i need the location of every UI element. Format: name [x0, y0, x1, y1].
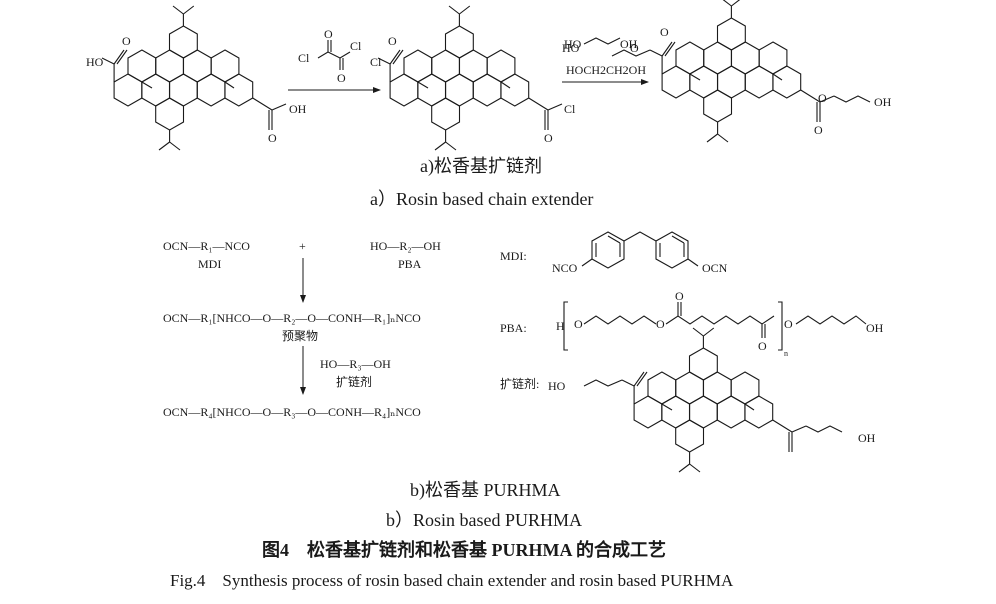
reagent-o-top: O — [324, 27, 333, 41]
caption-a-en: a）Rosin based chain extender — [370, 189, 593, 209]
ext-struct-label: 扩链剂: — [500, 376, 539, 391]
pba-o-4: O — [758, 339, 767, 353]
acid-ho-label: HO — [86, 55, 104, 69]
ester-ho-label: HO — [562, 41, 580, 55]
mdi-nco-label: NCO — [552, 261, 578, 275]
scheme-b-structures: MDI: NCO OCN PBA: H O O O O O n OH — [500, 231, 884, 473]
pba-h-label: H — [556, 319, 565, 333]
caption-a-zh: a)松香基扩链剂 — [420, 156, 542, 177]
reagent-cl-right: Cl — [350, 39, 362, 53]
reagent-o-bottom: O — [337, 71, 346, 85]
ester-o-right: O — [818, 91, 827, 105]
ester-o-left: O — [630, 41, 639, 55]
pba-structure — [563, 301, 867, 351]
pba-formula: HO—R₂—OH — [370, 239, 441, 253]
diol-ho: HO — [564, 37, 582, 51]
rosin-chain-extender-structure — [611, 0, 871, 143]
diol-arrow-label: HOCH2CH2OH — [566, 63, 646, 77]
reagent-cl-left: Cl — [298, 51, 310, 65]
scheme-a: HO O OH O Cl Cl O O Cl O Cl O — [86, 0, 892, 209]
acid-oh-label: OH — [289, 102, 307, 116]
ester-o-bottom: O — [814, 123, 823, 137]
pba-o-5: O — [784, 317, 793, 331]
ext-structure — [583, 327, 843, 473]
pba-struct-label: PBA: — [500, 321, 527, 335]
caption-b-en: b）Rosin based PURHMA — [386, 510, 582, 530]
plus-sign: + — [299, 239, 306, 253]
acyl-cl-left-label: Cl — [370, 55, 382, 69]
pba-n-label: n — [784, 349, 788, 358]
oxalyl-chloride-structure: Cl Cl O O — [298, 27, 362, 85]
extender-formula: HO—R₃—OH — [320, 357, 391, 371]
acyl-o-bottom: O — [544, 131, 553, 145]
acyl-o-top: O — [388, 34, 397, 48]
pba-o-2: O — [656, 317, 665, 331]
diol-oh: OH — [620, 37, 638, 51]
extender-label: 扩链剂 — [336, 374, 372, 389]
mdi-struct-label: MDI: — [500, 249, 527, 263]
mdi-label: MDI — [198, 257, 221, 271]
mdi-ocn-label: OCN — [702, 261, 728, 275]
acid-o-top: O — [122, 34, 131, 48]
rosin-diacid-structure — [101, 5, 287, 151]
ext-oh-label: OH — [858, 431, 876, 445]
pba-o-3: O — [675, 289, 684, 303]
prepolymer-formula: OCN—R₁[NHCO—O—R₂—O—CONH—R₁]ₙNCO — [163, 311, 421, 325]
ester-oh-label: OH — [874, 95, 892, 109]
prepolymer-label: 预聚物 — [282, 329, 318, 343]
scheme-b-reaction: OCN—R₁—NCO MDI + HO—R₂—OH PBA OCN—R₁[NHC… — [163, 239, 441, 419]
pba-oh-label: OH — [866, 321, 884, 335]
pba-o-1: O — [574, 317, 583, 331]
figure-title-zh: 图4 松香基扩链剂和松香基 PURHMA 的合成工艺 — [262, 539, 666, 560]
pba-label: PBA — [398, 257, 422, 271]
ester-o-top: O — [660, 25, 669, 39]
ethylene-glycol-structure: HO OH — [564, 37, 638, 51]
figure-title-en: Fig.4 Synthesis process of rosin based c… — [170, 571, 734, 590]
acid-o-bottom: O — [268, 131, 277, 145]
mdi-structure — [581, 231, 699, 269]
rosin-acyl-chloride-structure — [377, 5, 563, 151]
ext-ho-label: HO — [548, 379, 566, 393]
acyl-cl-right-label: Cl — [564, 102, 576, 116]
caption-b-zh: b)松香基 PURHMA — [410, 480, 561, 501]
product-formula: OCN—R₄[NHCO—O—R₃—O—CONH—R₄]ₙNCO — [163, 405, 421, 419]
mdi-formula: OCN—R₁—NCO — [163, 239, 250, 253]
